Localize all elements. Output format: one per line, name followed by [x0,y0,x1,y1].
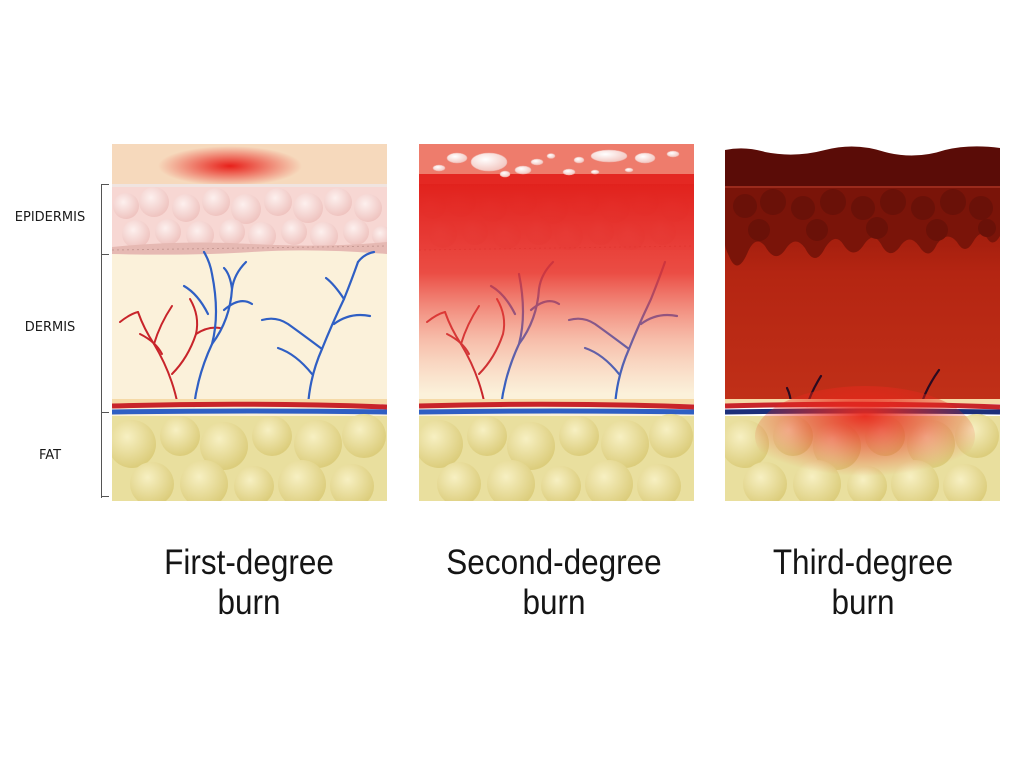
blisters [432,149,680,178]
fat-label: FAT [38,448,62,463]
caption-line: Third-degree [772,543,954,582]
second-degree-burn-area [419,174,694,394]
caption-line: First-degree [164,543,334,582]
dermis-label: DERMIS [24,320,76,335]
second-degree-panel [419,144,694,501]
vein-branches [182,250,376,408]
epidermis-label: EPIDERMIS [14,210,86,225]
caption-line: burn [217,583,281,622]
third-degree-fat-burn [755,386,975,486]
third-degree-caption: Third-degree burn [728,543,998,623]
third-degree-panel [725,144,1000,501]
caption-line: burn [522,583,586,622]
caption-line: Second-degree [446,543,662,582]
layer-bracket [101,184,109,498]
fat-cells [112,414,386,501]
caption-line: burn [831,583,895,622]
first-degree-burn-area [158,146,302,186]
artery-branches [119,298,221,407]
charred-surface [725,146,1000,186]
first-degree-panel [112,144,387,501]
epidermis-cells [113,187,387,250]
first-degree-caption: First-degree burn [114,543,384,623]
second-degree-caption: Second-degree burn [419,543,689,623]
